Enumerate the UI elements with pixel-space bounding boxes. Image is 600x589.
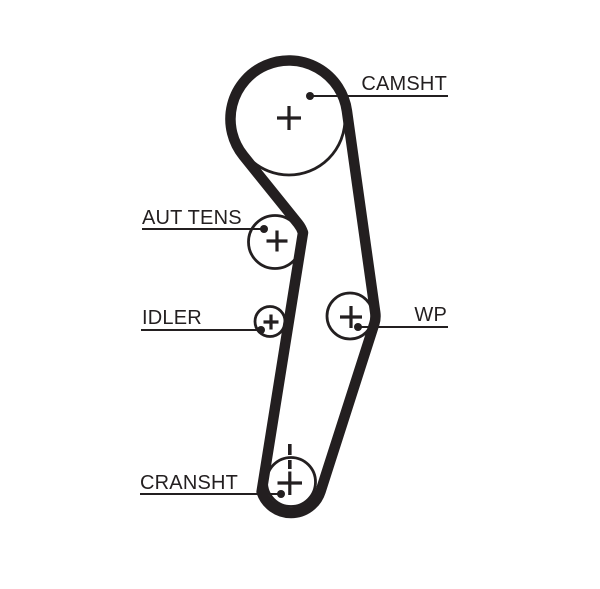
callout-crankshaft: CRANSHT xyxy=(140,472,285,498)
idler-leader-dot xyxy=(257,326,265,334)
water-pump-label: WP xyxy=(414,304,447,326)
crankshaft-leader-dot xyxy=(277,490,285,498)
tensioner-leader-dot xyxy=(260,225,268,233)
camshaft-leader-dot xyxy=(306,92,314,100)
callout-tensioner: AUT TENS xyxy=(142,207,268,233)
callout-idler: IDLER xyxy=(141,307,265,334)
timing-belt xyxy=(225,55,381,519)
idler-center-cross xyxy=(263,314,279,330)
idler-label: IDLER xyxy=(142,307,202,329)
tensioner-center-cross xyxy=(266,230,288,252)
crankshaft-center-cross xyxy=(277,471,302,495)
callout-water-pump: WP xyxy=(354,304,448,331)
crankshaft-label: CRANSHT xyxy=(140,472,238,494)
tensioner-label: AUT TENS xyxy=(142,207,242,229)
callout-camshaft: CAMSHT xyxy=(306,73,448,100)
water-pump-leader-dot xyxy=(354,323,362,331)
camshaft-center-cross xyxy=(277,106,301,130)
water-pump-center-cross xyxy=(340,306,362,328)
camshaft-label: CAMSHT xyxy=(361,73,447,95)
